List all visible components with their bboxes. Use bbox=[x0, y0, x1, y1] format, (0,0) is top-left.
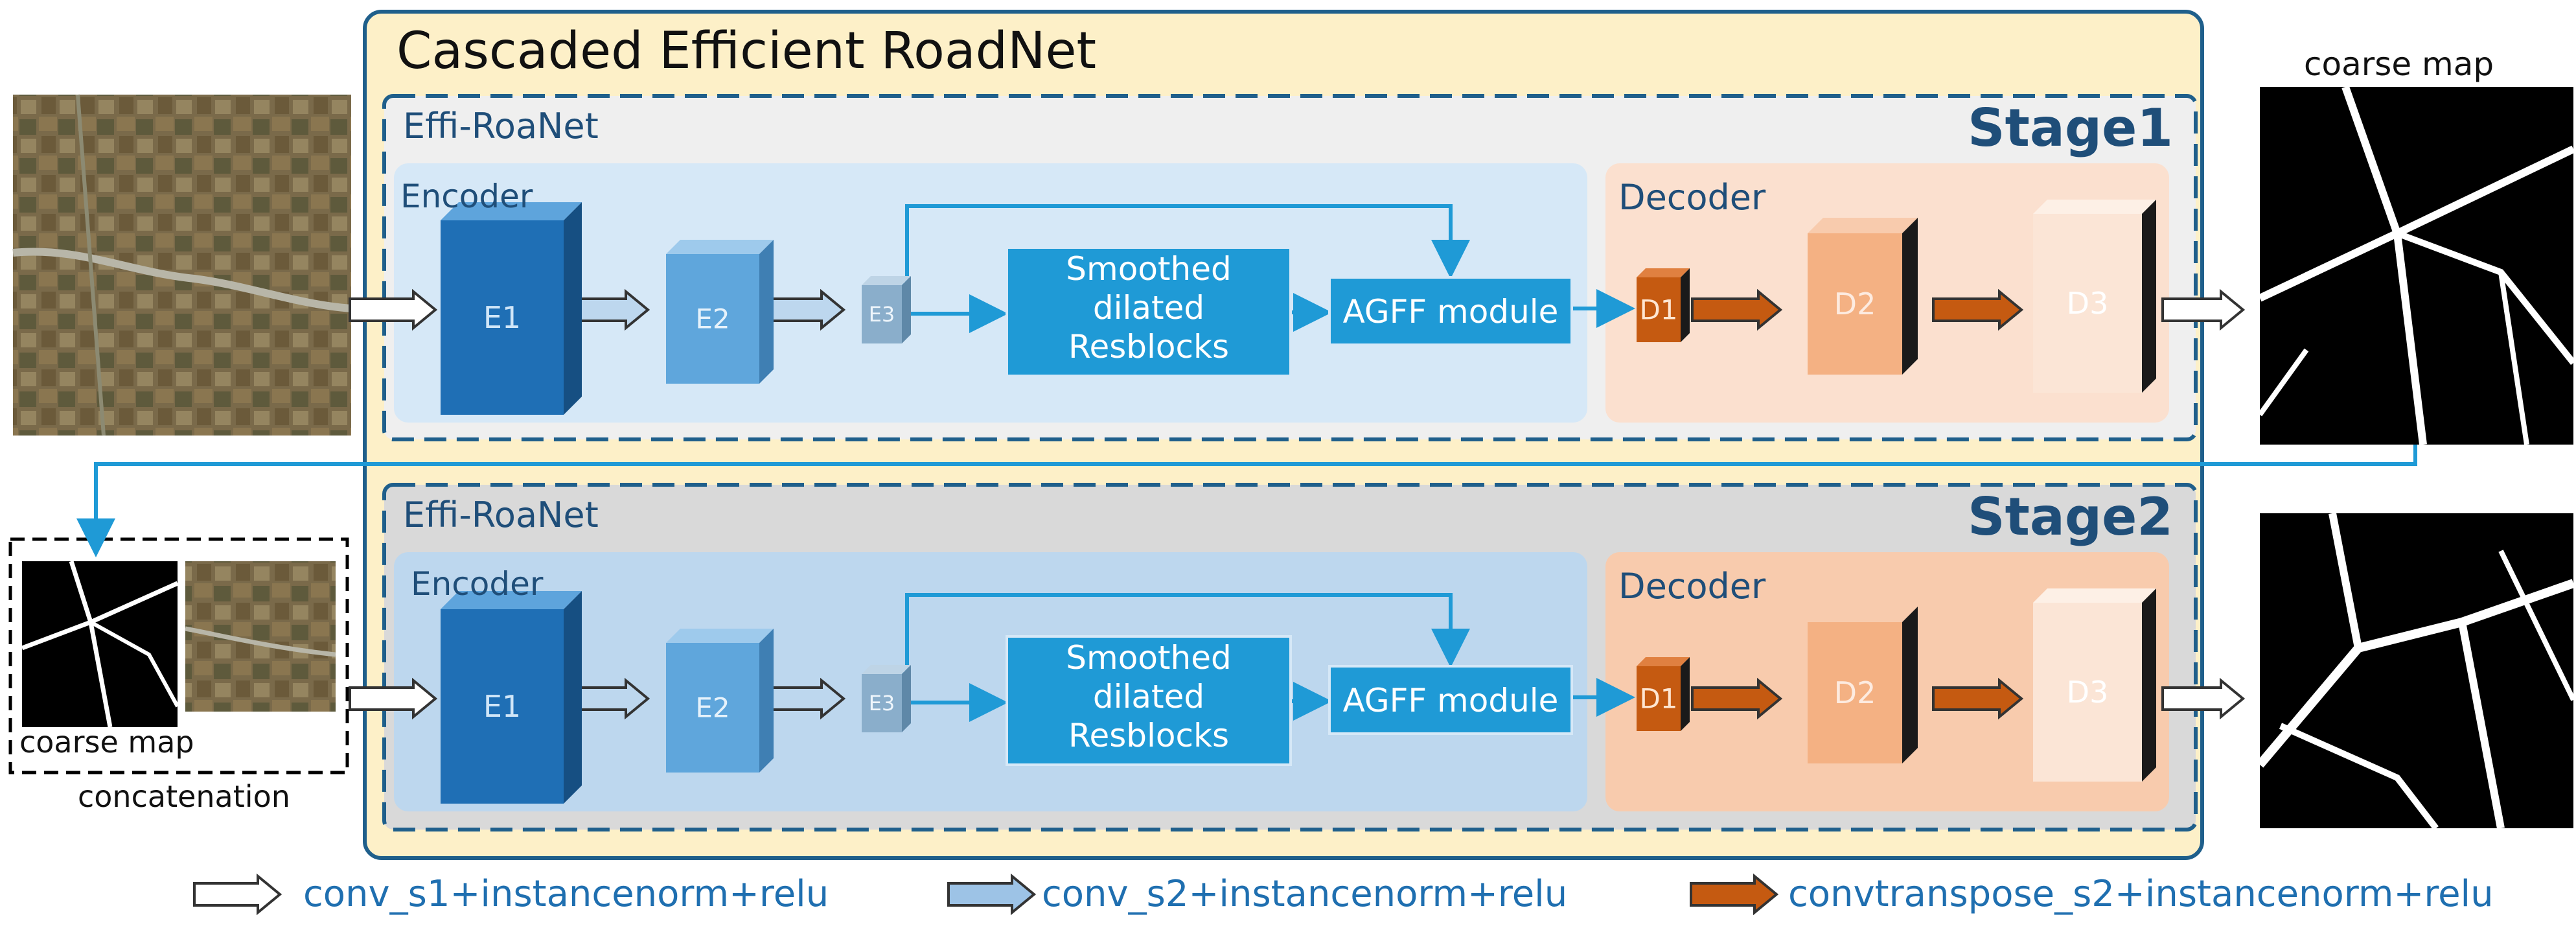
stage2-net-label: Effi-RoaNet bbox=[403, 494, 599, 535]
concatenation-box bbox=[8, 537, 349, 774]
stage2-arrow-d2-d3 bbox=[1932, 677, 2024, 720]
concatenation-label: concatenation bbox=[78, 779, 290, 814]
stage1-output-arrow bbox=[2161, 288, 2246, 331]
stage2-encoder-label: Encoder bbox=[411, 565, 544, 603]
stage2-label: Stage2 bbox=[1967, 487, 2173, 547]
stage2-arrow-e2-e3 bbox=[770, 677, 846, 720]
stage1-label: Stage1 bbox=[1967, 98, 2173, 158]
legend-label-convtranspose: convtranspose_s2+instancenorm+relu bbox=[1788, 873, 2494, 915]
stage1-agff-box: AGFF module bbox=[1328, 276, 1573, 346]
output-map-image bbox=[2256, 512, 2576, 831]
stage1-block-d3-label: D3 bbox=[2067, 286, 2109, 321]
concat-coarse-map-image bbox=[21, 560, 179, 728]
stage2-block-d3: D3 bbox=[2033, 588, 2156, 782]
input-satellite-image bbox=[12, 94, 352, 436]
stage2-block-e1: E1 bbox=[441, 591, 582, 804]
stage1-block-e2-label: E2 bbox=[695, 303, 730, 335]
legend-arrow-1 bbox=[193, 873, 282, 916]
stage1-arrow-e2-e3 bbox=[770, 288, 846, 331]
stage1-block-e2: E2 bbox=[666, 240, 774, 384]
stage1-arrow-d2-d3 bbox=[1932, 288, 2024, 331]
legend-arrow-2 bbox=[947, 873, 1037, 916]
stage2-resblocks-line-3: Resblocks bbox=[1068, 717, 1229, 754]
stage1-net-label: Effi-RoaNet bbox=[403, 106, 599, 146]
legend-label-conv-s2: conv_s2+instancenorm+relu bbox=[1042, 873, 1568, 915]
legend-label-conv-s1: conv_s1+instancenorm+relu bbox=[303, 873, 829, 915]
concat-satellite-image bbox=[185, 561, 336, 712]
stage2-block-e2-label: E2 bbox=[695, 692, 730, 724]
stage1-block-d1: D1 bbox=[1637, 268, 1690, 342]
stage2-resblocks-line-1: Smoothed bbox=[1066, 639, 1231, 677]
stage2-agff-box: AGFF module bbox=[1328, 665, 1573, 735]
coarse-map-top-label: coarse map bbox=[2304, 45, 2494, 83]
stage1-block-e3-label: E3 bbox=[869, 302, 895, 327]
stage1-resblocks-line-2: dilated bbox=[1093, 289, 1204, 327]
stage1-resblocks-line-1: Smoothed bbox=[1066, 250, 1231, 288]
stage2-output-arrow bbox=[2161, 677, 2246, 720]
stage2-block-d2: D2 bbox=[1808, 607, 1918, 763]
stage1-block-e1: E1 bbox=[441, 202, 582, 415]
stage1-block-d2: D2 bbox=[1808, 218, 1918, 375]
stage2-block-d2-label: D2 bbox=[1834, 675, 1876, 710]
stage2-block-e1-label: E1 bbox=[483, 689, 521, 724]
stage2-arrow-d1-d2 bbox=[1691, 677, 1783, 720]
coarse-map-bottom-label: coarse map bbox=[19, 725, 194, 760]
stage2-block-e3-label: E3 bbox=[869, 691, 895, 715]
stage1-arrow-d1-d2 bbox=[1691, 288, 1783, 331]
stage1-block-e3: E3 bbox=[862, 276, 911, 343]
stage2-input-arrow bbox=[349, 677, 438, 720]
stage1-block-d1-label: D1 bbox=[1639, 294, 1677, 326]
stage2-block-d1: D1 bbox=[1637, 657, 1690, 731]
stage2-block-e2: E2 bbox=[666, 629, 774, 773]
stage1-decoder-label: Decoder bbox=[1618, 177, 1766, 218]
stage2-block-d3-label: D3 bbox=[2067, 675, 2109, 710]
diagram-title: Cascaded Efficient RoadNet bbox=[397, 22, 1097, 80]
stage2-block-d1-label: D1 bbox=[1639, 683, 1677, 715]
legend-arrow-3 bbox=[1690, 873, 1779, 916]
stage1-resblocks-line-3: Resblocks bbox=[1068, 328, 1229, 366]
stage2-agff-label: AGFF module bbox=[1343, 682, 1559, 719]
coarse-map-top-image bbox=[2257, 85, 2576, 445]
stage1-block-e1-label: E1 bbox=[483, 300, 521, 335]
stage2-decoder-label: Decoder bbox=[1618, 566, 1766, 607]
stage1-encoder-label: Encoder bbox=[400, 178, 533, 215]
stage1-block-d3: D3 bbox=[2033, 200, 2156, 393]
feedback-connector bbox=[76, 445, 2417, 557]
stage1-input-arrow bbox=[349, 288, 438, 331]
stage1-arrow-e1-e2 bbox=[574, 288, 650, 331]
stage1-block-d2-label: D2 bbox=[1834, 286, 1876, 321]
stage2-block-e3: E3 bbox=[862, 665, 911, 732]
stage1-agff-label: AGFF module bbox=[1343, 293, 1559, 331]
stage2-resblocks-line-2: dilated bbox=[1093, 678, 1204, 715]
stage2-arrow-e1-e2 bbox=[574, 677, 650, 720]
